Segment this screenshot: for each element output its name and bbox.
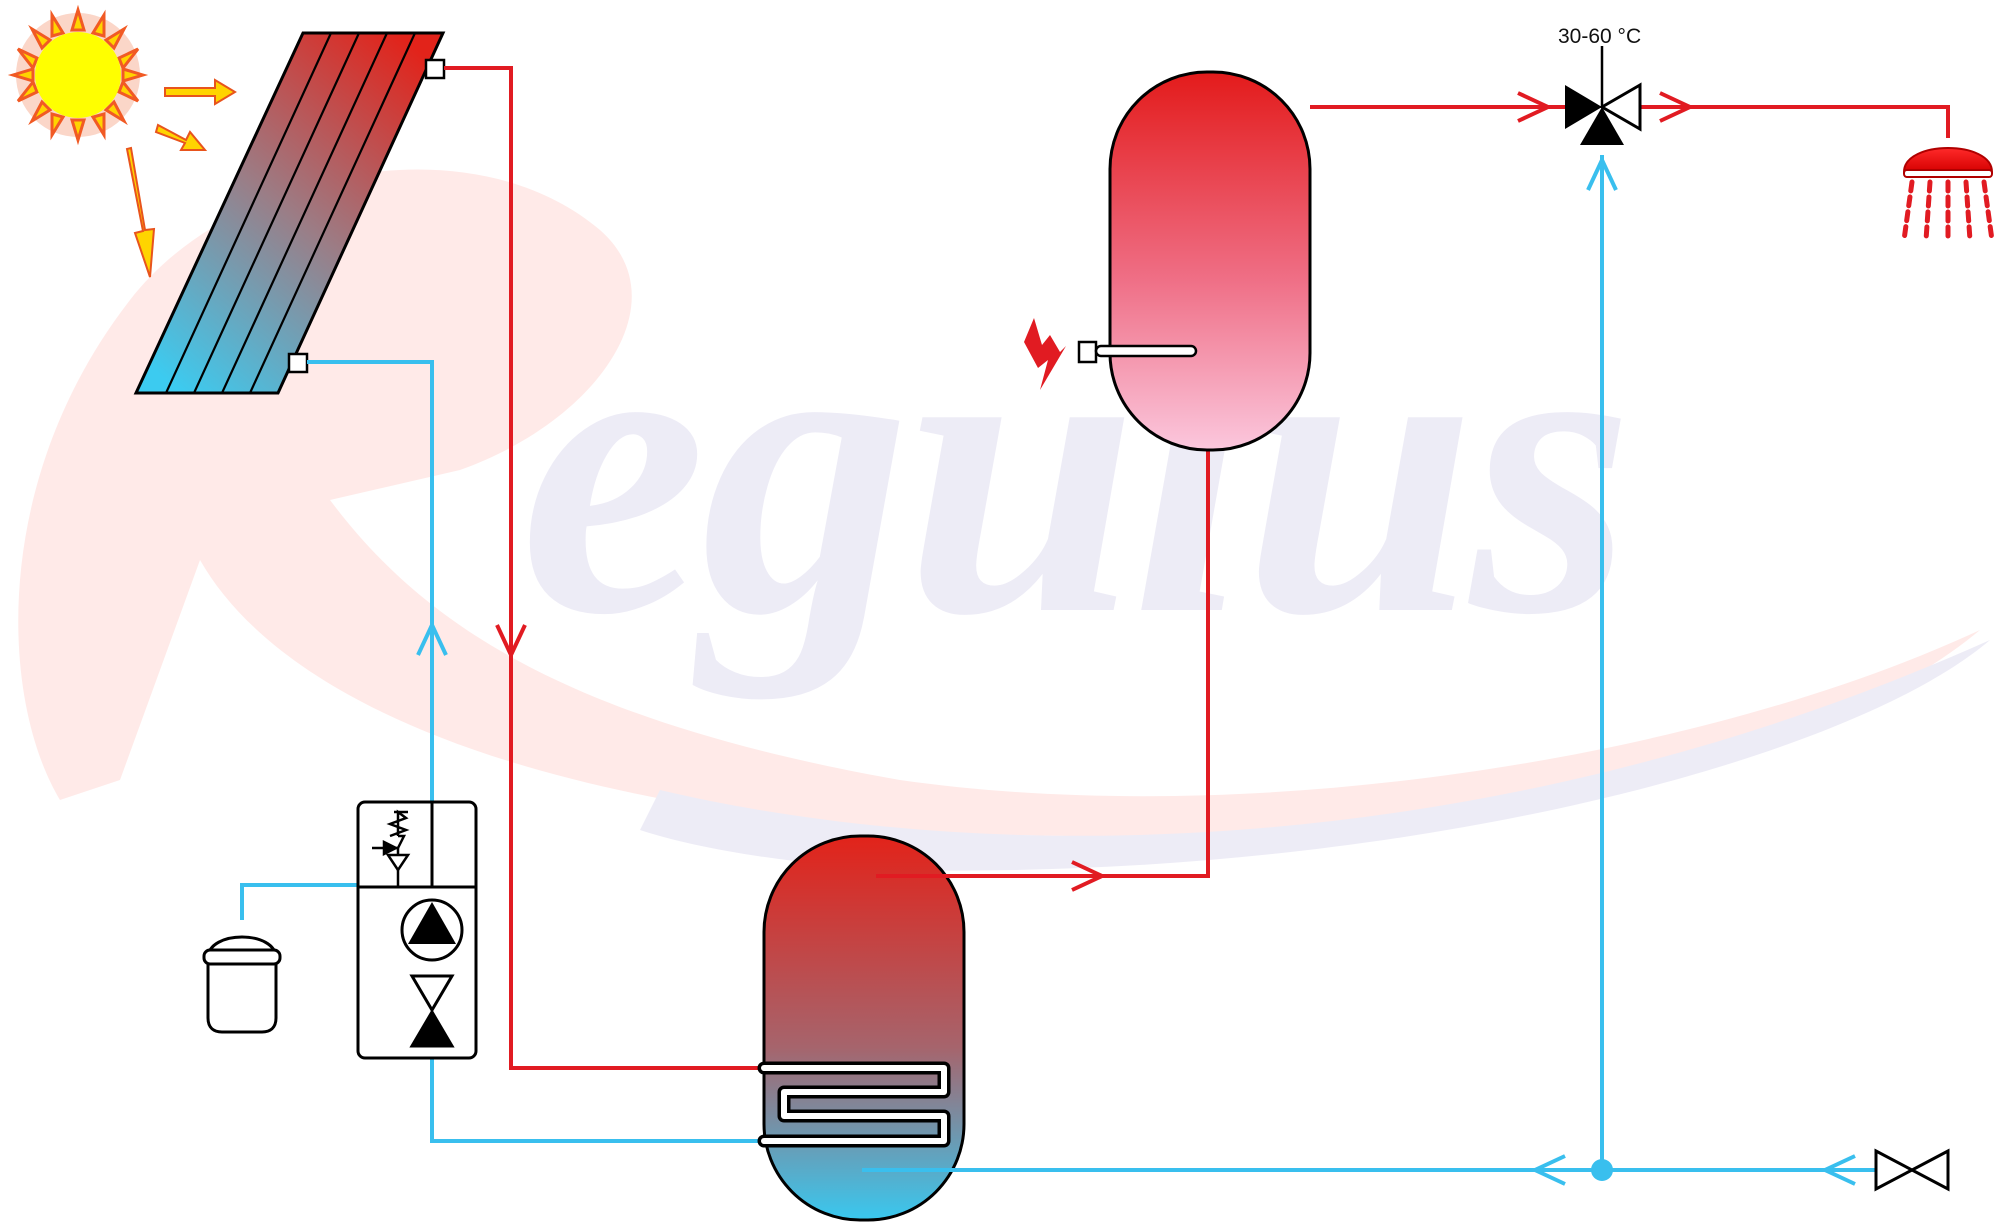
mixing-valve-icon [1565, 46, 1642, 145]
hot-water-pipes [444, 66, 1950, 1070]
electric-heater-icon [1024, 318, 1198, 390]
collector-inlet [287, 352, 309, 374]
check-valve-icon [409, 974, 455, 1048]
heat-exchanger-coil [757, 1061, 951, 1148]
cold-flow-arrows [416, 155, 1856, 1186]
sunlight-arrows [125, 78, 237, 278]
expansion-vessel-icon [202, 935, 282, 1034]
regulus-watermark: egulus [18, 169, 1990, 871]
mixing-valve-temperature-label: 30-60 °C [1558, 25, 1642, 48]
pump-group [356, 800, 478, 1060]
solar-storage-tank [757, 834, 966, 1222]
pump-icon [400, 898, 464, 962]
sun-icon [7, 4, 149, 146]
safety-valve-icon [372, 809, 411, 887]
shutoff-valve-icon [1874, 1148, 1950, 1192]
collector-outlet [424, 58, 446, 80]
solar-collector [133, 31, 446, 395]
cold-water-pipes [240, 155, 1876, 1172]
shower-icon [1901, 147, 1995, 243]
pipe-junction [1591, 1159, 1613, 1181]
hot-flow-arrows [495, 91, 1695, 892]
svg-text:egulus: egulus [520, 236, 1628, 702]
hot-water-tank [1108, 70, 1312, 452]
